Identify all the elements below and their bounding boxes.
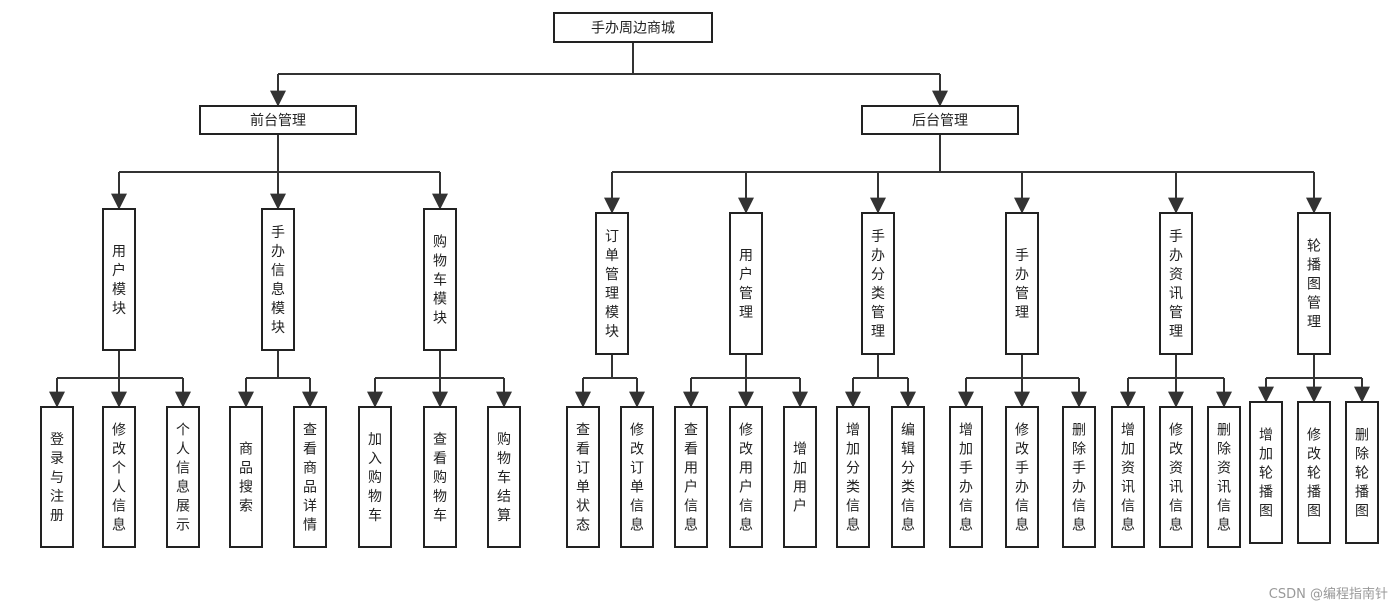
leaf-node-label: 查看商品详情 [303,423,317,534]
connector-lines [49,42,1370,408]
leaf-node: 查看用户信息 [674,406,708,548]
leaf-node-label: 增加轮播图 [1259,428,1273,520]
module-node-label: 订单管理模块 [605,229,619,340]
leaf-node-label: 修改订单信息 [630,423,644,534]
leaf-node: 修改订单信息 [620,406,654,548]
leaf-node-label: 修改个人信息 [112,423,126,534]
leaf-node: 增加用户 [783,406,817,548]
leaf-node-label: 编辑分类信息 [901,423,915,534]
module-node: 购物车模块 [423,208,457,351]
leaf-node-label: 加入购物车 [368,432,382,524]
leaf-node: 修改轮播图 [1297,401,1331,544]
module-node-label: 手办分类管理 [871,229,885,340]
leaf-node-label: 修改手办信息 [1015,423,1029,534]
leaf-node: 增加手办信息 [949,406,983,548]
leaf-node: 删除资讯信息 [1207,406,1241,548]
root-node-label: 手办周边商城 [591,21,675,37]
leaf-node: 加入购物车 [358,406,392,548]
module-node-label: 手办资讯管理 [1169,229,1183,340]
leaf-node-label: 增加资讯信息 [1121,423,1135,534]
section-node: 后台管理 [861,105,1019,135]
module-node: 订单管理模块 [595,212,629,355]
leaf-node: 修改个人信息 [102,406,136,548]
module-node: 手办管理 [1005,212,1039,355]
leaf-node-label: 删除手办信息 [1072,423,1086,534]
leaf-node-label: 修改轮播图 [1307,428,1321,520]
leaf-node-label: 查看购物车 [433,432,447,524]
leaf-node: 增加轮播图 [1249,401,1283,544]
module-node: 用户管理 [729,212,763,355]
module-node-label: 轮播图管理 [1307,239,1321,331]
leaf-node-label: 删除资讯信息 [1217,423,1231,534]
leaf-node-label: 增加用户 [793,442,807,515]
section-node-label: 后台管理 [912,113,968,129]
leaf-node-label: 修改资讯信息 [1169,423,1183,534]
leaf-node-label: 增加手办信息 [959,423,973,534]
root-node: 手办周边商城 [553,12,713,43]
leaf-node: 购物车结算 [487,406,521,548]
leaf-node-label: 登录与注册 [50,432,64,524]
leaf-node: 商品搜索 [229,406,263,548]
leaf-node: 查看购物车 [423,406,457,548]
leaf-node-label: 增加分类信息 [846,423,860,534]
leaf-node-label: 修改用户信息 [739,423,753,534]
module-node: 手办分类管理 [861,212,895,355]
leaf-node: 删除轮播图 [1345,401,1379,544]
leaf-node: 修改手办信息 [1005,406,1039,548]
leaf-node: 增加分类信息 [836,406,870,548]
module-node-label: 用户模块 [112,244,126,317]
watermark: CSDN @编程指南针 [1268,587,1388,602]
leaf-node-label: 购物车结算 [497,432,511,524]
leaf-node: 编辑分类信息 [891,406,925,548]
module-node-label: 手办信息模块 [271,225,285,336]
leaf-node: 登录与注册 [40,406,74,548]
leaf-node-label: 商品搜索 [239,442,253,515]
leaf-node: 个人信息展示 [166,406,200,548]
module-node: 手办信息模块 [261,208,295,351]
leaf-node-label: 个人信息展示 [176,423,190,534]
leaf-node: 增加资讯信息 [1111,406,1145,548]
leaf-node-label: 查看订单状态 [576,423,590,534]
module-node: 手办资讯管理 [1159,212,1193,355]
leaf-node-label: 删除轮播图 [1355,428,1369,520]
leaf-node: 修改资讯信息 [1159,406,1193,548]
leaf-node: 查看订单状态 [566,406,600,548]
module-node: 用户模块 [102,208,136,351]
module-node-label: 手办管理 [1015,248,1029,321]
module-node-label: 用户管理 [739,248,753,321]
leaf-node: 删除手办信息 [1062,406,1096,548]
module-node-label: 购物车模块 [433,235,447,327]
leaf-node: 修改用户信息 [729,406,763,548]
leaf-node: 查看商品详情 [293,406,327,548]
section-node: 前台管理 [199,105,357,135]
leaf-node-label: 查看用户信息 [684,423,698,534]
section-node-label: 前台管理 [250,112,306,129]
module-node: 轮播图管理 [1297,212,1331,355]
